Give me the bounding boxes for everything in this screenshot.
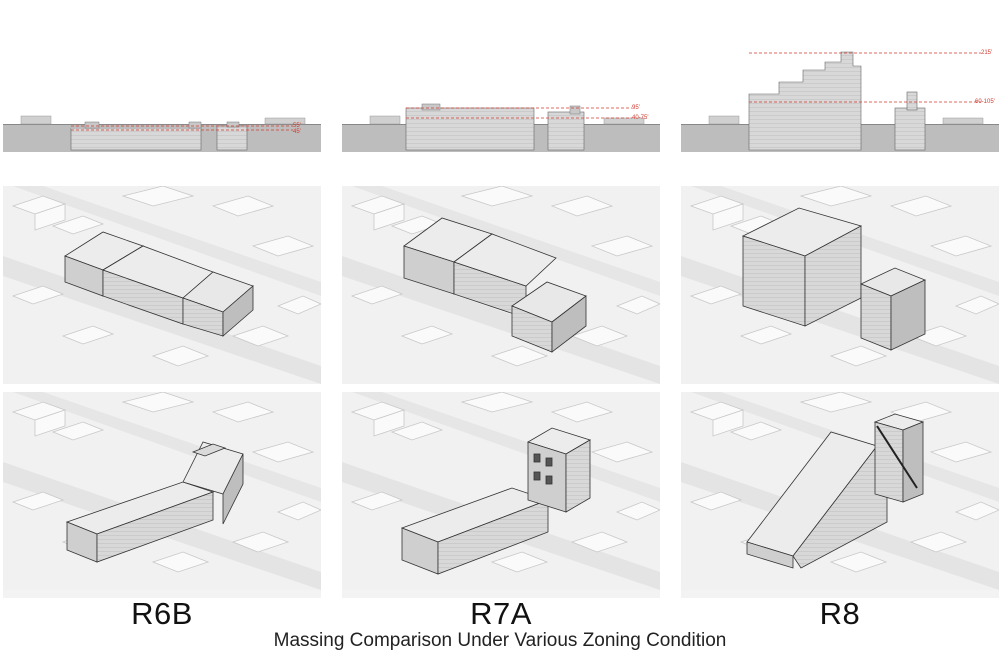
massing-axon-r8-alt: [746, 413, 925, 569]
column-r7a: 95' 40-75': [342, 0, 660, 667]
axon-view-2-r7a: [342, 392, 660, 598]
height-label: 55': [293, 123, 301, 129]
height-label: 45': [293, 129, 301, 135]
elevation-r6b: 55' 45': [3, 40, 321, 180]
axon-view-1-r6b: [3, 186, 321, 384]
height-label: 215': [981, 50, 993, 56]
column-r8: 215' 60-105': [681, 0, 999, 667]
axon-view-2-r8: [681, 392, 999, 598]
massing-axon-r6b-alt: [65, 441, 244, 563]
height-label: 40-75': [632, 115, 649, 121]
elevation-r7a: 95' 40-75': [342, 40, 660, 180]
figure-caption: Massing Comparison Under Various Zoning …: [273, 630, 727, 651]
elevation-r8: 215' 60-105': [681, 40, 999, 180]
height-label: 60-105': [975, 99, 995, 105]
massing-elevation-r7a: [405, 103, 585, 151]
zone-label-r7a: R7A: [470, 596, 532, 631]
massing-axon-r7a-alt: [400, 427, 591, 575]
zone-label-r8: R8: [819, 596, 861, 631]
massing-axon-r7a: [403, 217, 587, 353]
zone-label-r6b: R6B: [131, 596, 193, 631]
column-r6b: 55' 45': [3, 0, 321, 667]
massing-elevation-r8: [748, 51, 926, 151]
axon-view-1-r7a: [342, 186, 660, 384]
height-label: 95': [632, 105, 640, 111]
axon-view-2-r6b: [3, 392, 321, 598]
axon-view-1-r8: [681, 186, 999, 384]
massing-axon-r8: [741, 207, 927, 351]
massing-axon-r6b: [64, 231, 254, 337]
